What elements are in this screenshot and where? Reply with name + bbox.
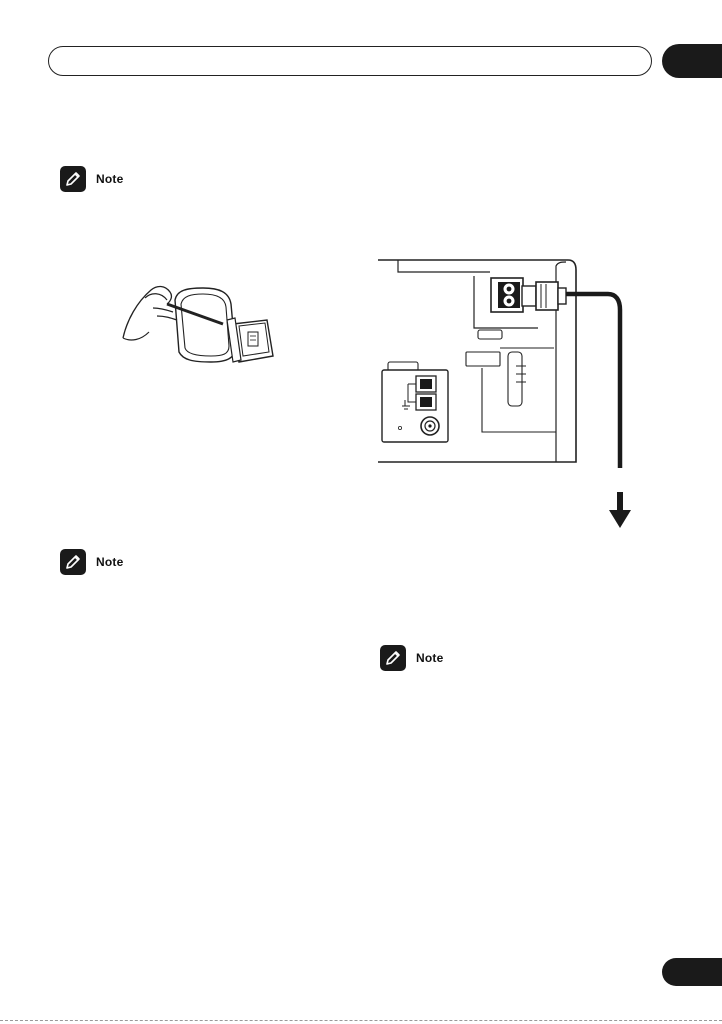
note-callout: Note bbox=[60, 549, 123, 575]
chapter-header-bar bbox=[48, 46, 652, 76]
note-callout: Note bbox=[380, 645, 443, 671]
pencil-icon bbox=[60, 166, 86, 192]
note-label: Note bbox=[96, 555, 124, 569]
page-number-tab bbox=[662, 958, 722, 986]
rear-panel-power-cord-illustration bbox=[378, 259, 623, 468]
antenna-assembly-illustration bbox=[122, 285, 274, 363]
pencil-icon bbox=[380, 645, 406, 671]
pencil-icon bbox=[60, 549, 86, 575]
note-callout: Note bbox=[60, 166, 123, 192]
note-label: Note bbox=[416, 651, 444, 665]
arrow-down-icon bbox=[609, 492, 631, 528]
page-edge-rule bbox=[0, 1020, 722, 1021]
chapter-number-tab bbox=[662, 44, 722, 78]
note-label: Note bbox=[96, 172, 124, 186]
